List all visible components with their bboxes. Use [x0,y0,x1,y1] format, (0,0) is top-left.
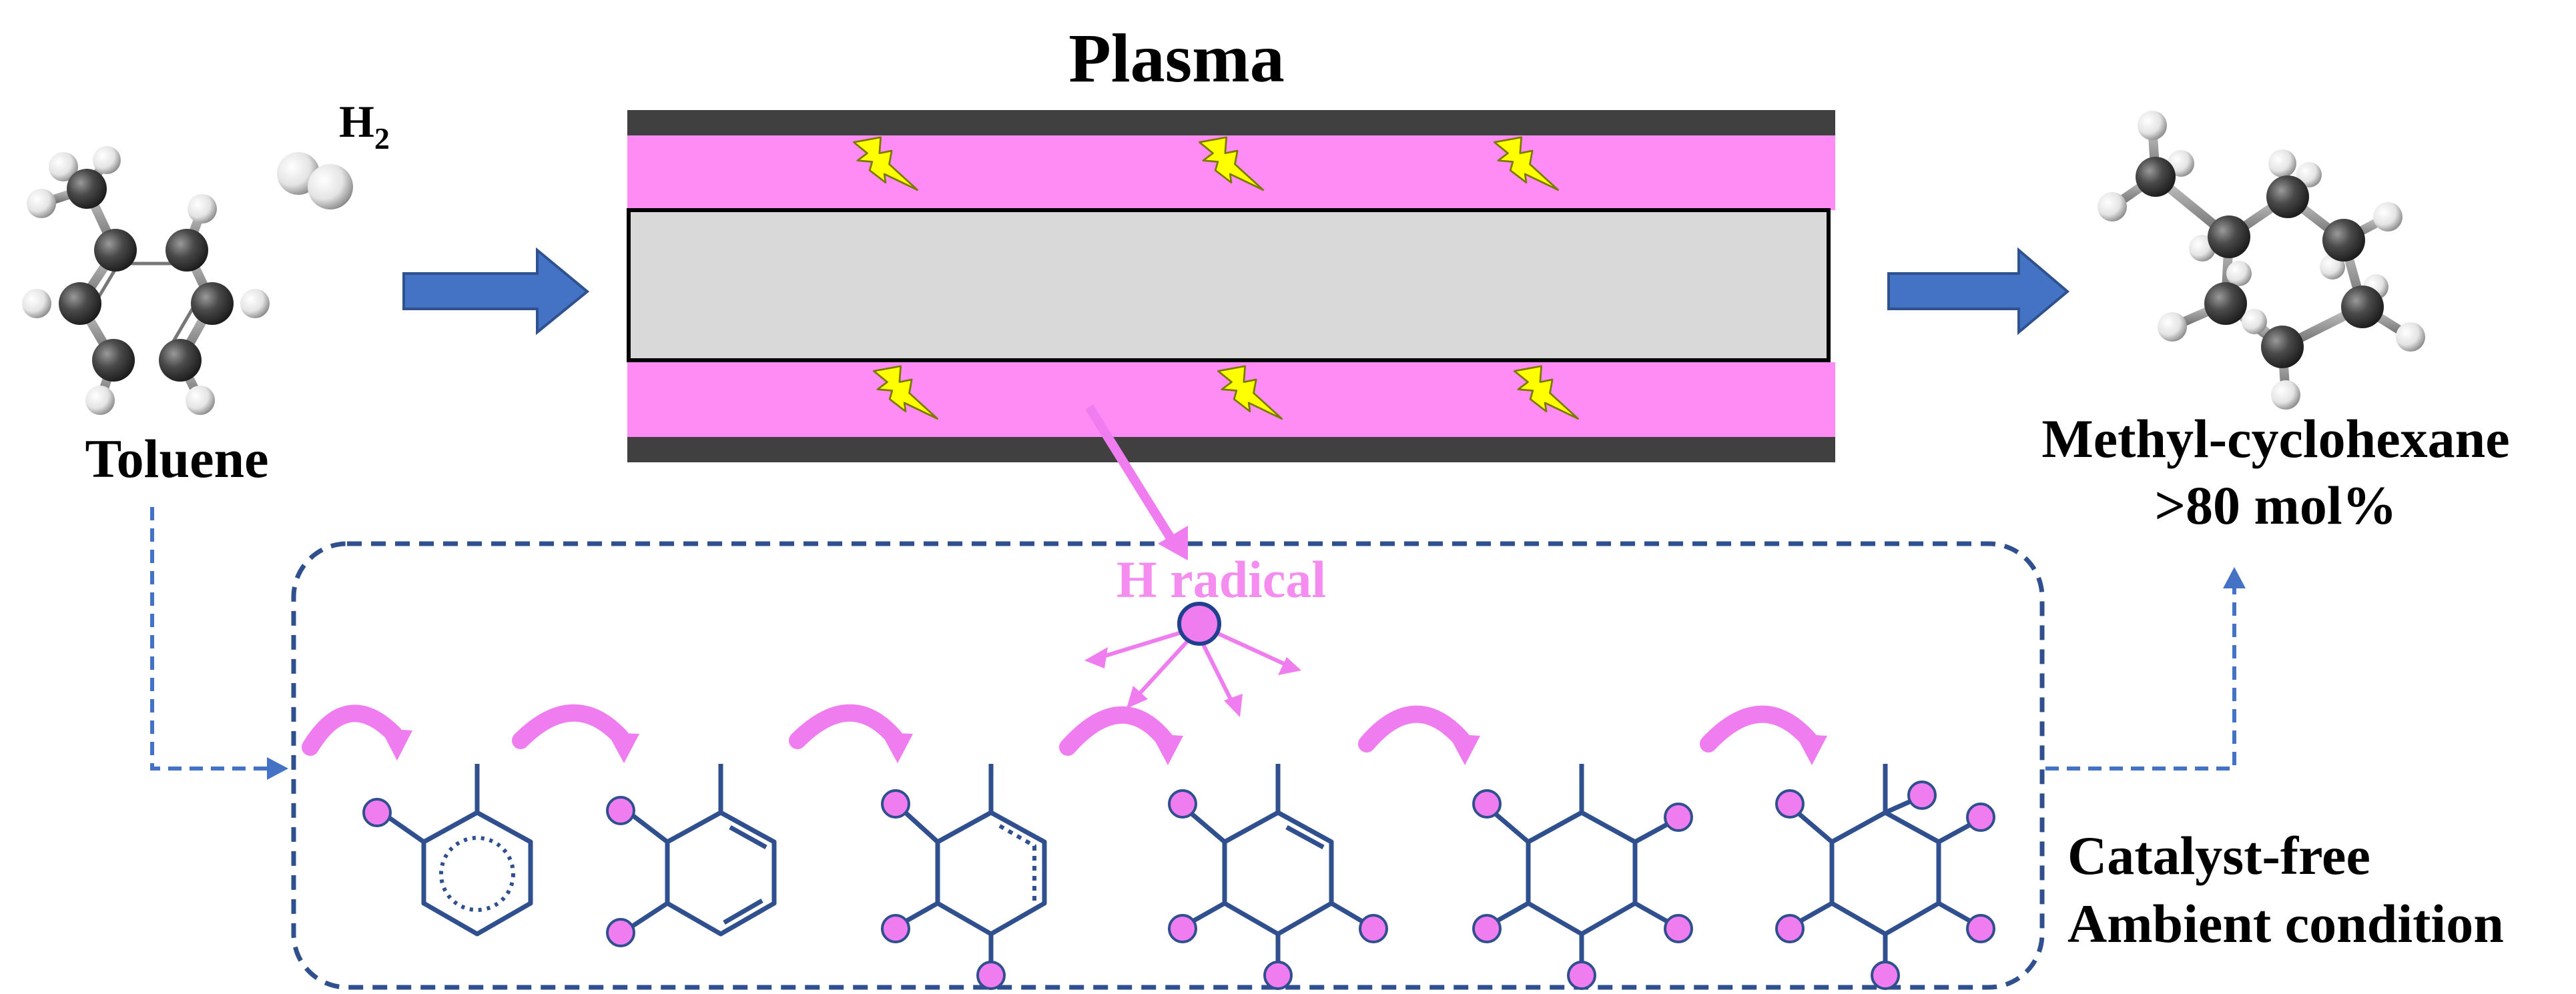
product-label: Methyl-cyclohexane [2041,408,2509,469]
intermediate-3 [899,764,1047,967]
toluene-molecule [22,146,270,415]
hydrogenation-sequence [386,764,1977,967]
intermediate-1 [386,764,533,937]
condition-ambient: Ambient condition [2067,893,2504,954]
h-atoms [362,781,1995,990]
radical-generation-arrow [1085,404,1188,560]
radical-label: H radical [1116,550,1326,608]
methylcyclohexane-molecule [2098,111,2425,410]
product-yield: >80 mol% [2154,475,2396,536]
reactant-label: Toluene [85,428,269,489]
hydrogen-label: H2 [339,96,390,155]
top-electrode [627,110,1835,135]
plasma-reactor [627,110,1835,462]
reactor-tube [627,208,1831,362]
plasma-title: Plasma [1068,20,1285,97]
intermediate-6 [1793,764,1977,967]
connector-arrowhead [267,757,288,780]
connector-arrowhead [2223,567,2246,588]
h-radical [1084,602,1301,717]
bottom-electrode [627,437,1835,462]
intermediate-4 [1186,764,1368,967]
flow-connector-out [2045,587,2236,771]
process-arrows [302,704,1817,756]
intermediate-2 [629,764,777,937]
intermediate-5 [1490,764,1673,967]
process-arrowheads [380,728,1827,765]
outlet-arrow [1887,247,2070,336]
inlet-arrow [402,247,590,336]
hydrogen-molecule [277,152,353,209]
condition-catalyst-free: Catalyst-free [2067,825,2370,886]
flow-connector-in [150,507,270,771]
